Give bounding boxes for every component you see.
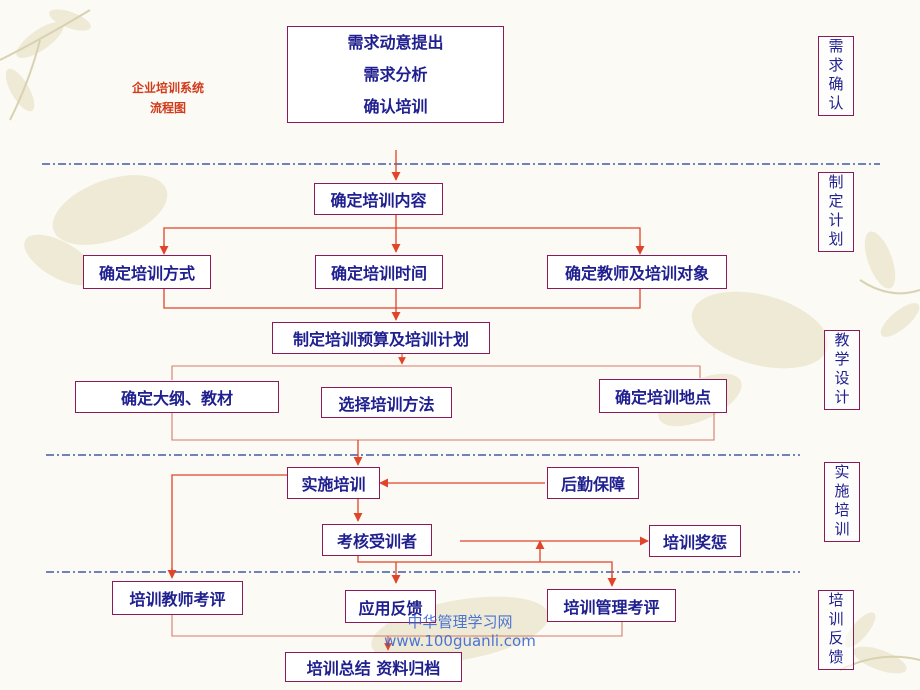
box-time: 确定培训时间 (315, 255, 443, 289)
watermark: 中华管理学习网 www.100guanli.com (360, 611, 560, 650)
box-apply: 应用反馈 (345, 590, 436, 623)
stage-implement-label: 实施培训 (824, 462, 860, 542)
watermark-line1: 中华管理学习网 (407, 613, 513, 631)
stage-plan-label: 制定计划 (818, 172, 854, 252)
box-assess-trainees: 考核受训者 (322, 524, 432, 556)
box-outline: 确定大纲、教材 (75, 381, 279, 413)
diagram-title-line1: 企业培训系统 (131, 81, 204, 95)
box-budget: 制定培训预算及培训计划 (272, 322, 490, 354)
box-reward: 培训奖惩 (649, 525, 741, 557)
box-teacher-eval: 培训教师考评 (112, 581, 243, 615)
box-demand-line2: 需求分析 (363, 64, 428, 84)
stage-dividers (42, 163, 880, 573)
diagram-title: 企业培训系统 流程图 (108, 78, 228, 118)
box-content: 确定培训内容 (314, 183, 443, 215)
box-location: 确定培训地点 (599, 379, 727, 413)
stage-feedback-label: 培训反馈 (818, 590, 854, 670)
box-teacher: 确定教师及培训对象 (547, 255, 727, 289)
diagram-title-line2: 流程图 (149, 101, 186, 115)
box-mgmt-eval: 培训管理考评 (547, 589, 676, 622)
box-logistics: 后勤保障 (547, 467, 639, 499)
box-method: 确定培训方式 (83, 255, 211, 289)
box-summary: 培训总结 资料归档 (285, 652, 462, 682)
stage-demand-label: 需求确认 (818, 36, 854, 116)
watermark-line2: www.100guanli.com (384, 632, 536, 650)
box-select-method: 选择培训方法 (321, 387, 452, 418)
box-implement: 实施培训 (287, 467, 380, 499)
box-demand-line3: 确认培训 (363, 96, 428, 116)
stage-design-label: 教学设计 (824, 330, 860, 410)
box-demand-line1: 需求动意提出 (347, 32, 444, 52)
box-demand: 需求动意提出 需求分析 确认培训 (287, 26, 504, 123)
